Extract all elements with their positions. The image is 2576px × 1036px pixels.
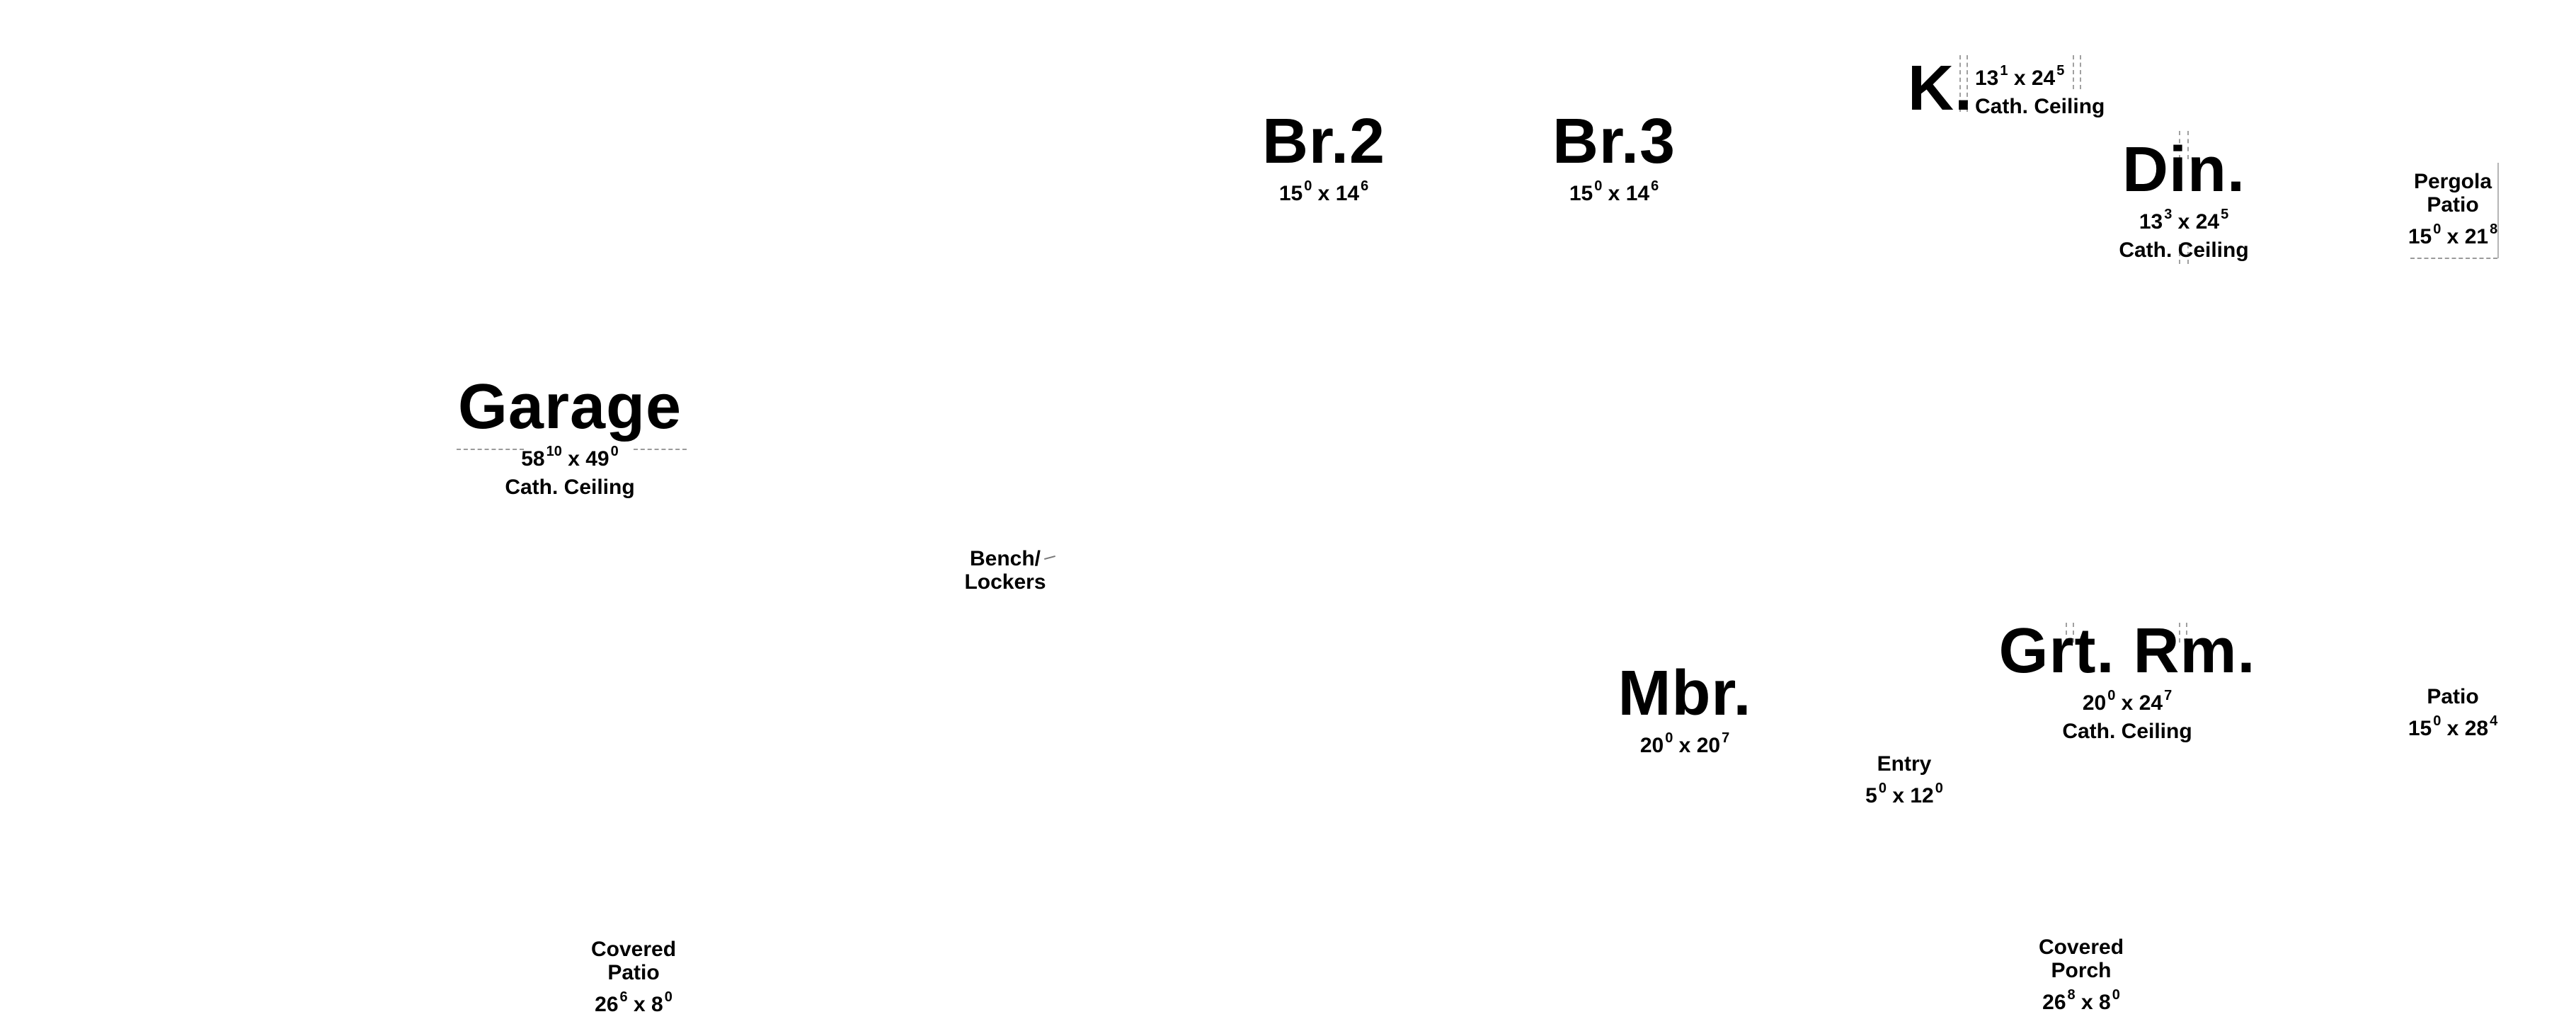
kitchen-wall-dash	[2073, 55, 2074, 89]
garage-door-dash	[634, 449, 687, 450]
room-name: Mbr.	[1618, 658, 1752, 729]
room-name: Br.3	[1552, 106, 1676, 177]
ceiling-note: Cath. Ceiling	[505, 476, 635, 499]
great-room-wall-dash	[2186, 623, 2187, 643]
room-name: Grt. Rm.	[1998, 616, 2256, 686]
dining-wall-dash	[2179, 244, 2180, 264]
label-line2: Lockers	[964, 570, 1046, 594]
dining-wall-dash	[2187, 131, 2189, 159]
room-name-line1: Covered	[590, 938, 677, 961]
room-name-line1: Pergola	[2413, 170, 2492, 193]
pergola-edge-dash	[2410, 258, 2497, 259]
room-name: K.	[1908, 53, 1973, 124]
room-name-line2: Patio	[2427, 193, 2479, 217]
room-label-kitchen: K.	[1908, 53, 1973, 124]
dining-wall-dash	[2187, 244, 2189, 264]
room-name: Patio	[2427, 685, 2479, 708]
room-name-line2: Porch	[2051, 959, 2112, 982]
ceiling-note: Cath. Ceiling	[2119, 238, 2249, 262]
great-room-wall-dash	[2073, 623, 2074, 643]
ceiling-note: Cath. Ceiling	[2062, 720, 2192, 743]
room-name: Entry	[1877, 752, 1932, 776]
dining-wall-dash	[2179, 131, 2180, 159]
great-room-wall-dash	[2179, 623, 2180, 643]
kitchen-wall-dash	[1959, 55, 1961, 112]
room-name-line2: Patio	[607, 961, 660, 984]
garage-door-dash	[457, 449, 524, 450]
room-name: Garage	[457, 372, 682, 442]
ceiling-note: Cath. Ceiling	[1975, 95, 2105, 118]
kitchen-wall-dash	[1967, 55, 1968, 112]
room-name: Din.	[2122, 134, 2245, 205]
room-name-line1: Covered	[2038, 936, 2124, 959]
pergola-edge-line	[2497, 163, 2499, 258]
label-line1: Bench/	[969, 547, 1041, 570]
great-room-wall-dash	[2066, 623, 2067, 643]
label-bench-lockers: Bench/ Lockers	[952, 547, 1058, 594]
kitchen-wall-dash	[2080, 55, 2081, 89]
room-name: Br.2	[1261, 106, 1386, 177]
